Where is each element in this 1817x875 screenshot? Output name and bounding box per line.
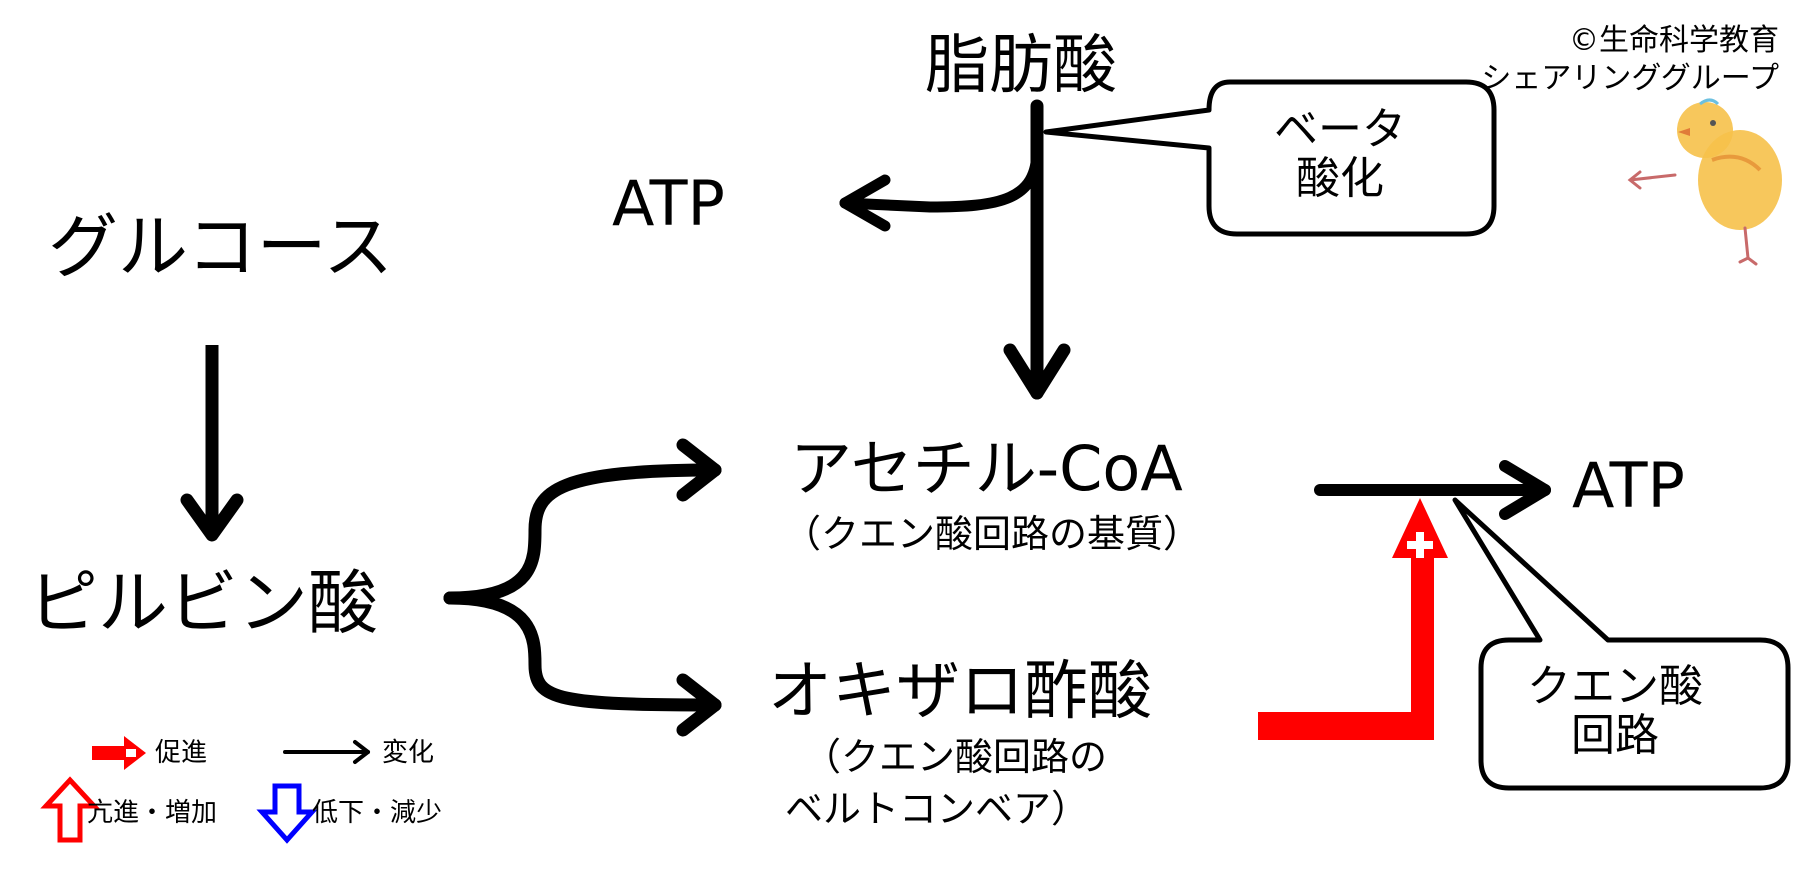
arrow-acetyl-coa-to-atp: [1314, 460, 1551, 520]
citric-acid-cycle-line2: 回路: [1571, 710, 1659, 762]
chick-illustration: [1627, 98, 1782, 266]
node-atp-top: ATP: [612, 167, 725, 240]
arrow-fatty-acid-to-atp: [839, 144, 1043, 232]
callout-citric-acid-cycle: [1452, 497, 1791, 791]
node-oxaloacetate: オキザロ酢酸: [768, 655, 1152, 729]
beta-oxidation-label: ベータ 酸化: [1210, 105, 1470, 204]
legend-promote-icon: [92, 736, 146, 770]
credit-line1: ©生命科学教育: [1569, 23, 1779, 58]
legend-increase-icon: [40, 776, 100, 843]
legend-decrease-label: 低下・減少: [312, 798, 443, 828]
node-glucose: グルコース: [48, 206, 394, 288]
legend-change-icon: [283, 740, 370, 764]
oxaloacetate-note-line2: ベルトコンベア）: [785, 787, 1090, 831]
arrow-glucose-to-pyruvate: [180, 345, 244, 542]
promote-arrow-oxaloacetate: [1258, 498, 1448, 740]
legend-change-label: 変化: [382, 738, 435, 768]
beta-oxidation-line2: 酸化: [1296, 153, 1384, 205]
arrow-pyruvate-branch: [443, 438, 722, 737]
callout-beta-oxidation: [1043, 79, 1497, 237]
legend-decrease-icon: [256, 783, 318, 844]
legend-increase-label: 亢進・増加: [87, 798, 218, 828]
citric-acid-cycle-label: クエン酸 回路: [1480, 662, 1750, 761]
node-atp-right: ATP: [1572, 449, 1685, 522]
citric-acid-cycle-line1: クエン酸: [1527, 661, 1703, 712]
credit: ©生命科学教育 シェアリンググループ: [1481, 22, 1779, 97]
node-fatty-acid: 脂肪酸: [925, 29, 1117, 103]
credit-line2: シェアリンググループ: [1481, 60, 1779, 96]
node-acetyl-coa: アセチル-CoA: [790, 432, 1183, 505]
node-pyruvate: ピルビン酸: [28, 562, 378, 644]
legend-promote-label: 促進: [155, 738, 208, 768]
beta-oxidation-line1: ベータ: [1274, 104, 1406, 155]
acetyl-coa-note: （クエン酸回路の基質）: [783, 512, 1202, 556]
oxaloacetate-note-line1: （クエン酸回路の: [803, 735, 1108, 779]
